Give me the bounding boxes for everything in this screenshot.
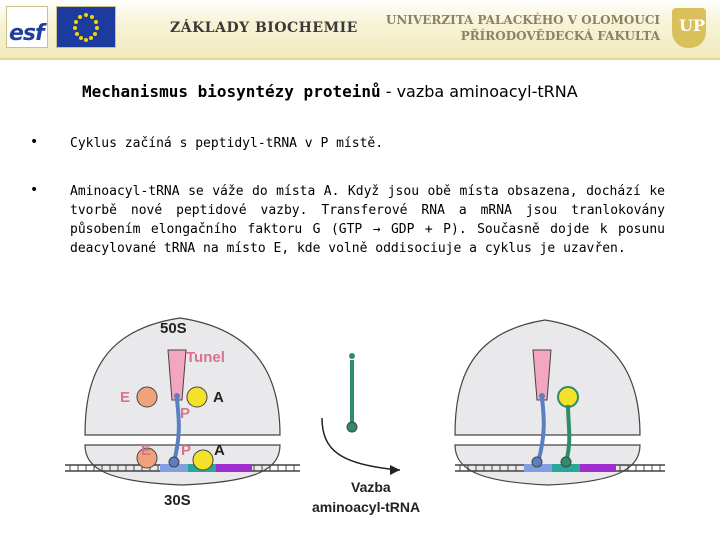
trna-anticodon-left [168,456,180,468]
slide-title-bold: Mechanismus biosyntézy proteinů [82,82,381,101]
codon-teal-right [552,464,580,472]
eu-flag-logo [56,6,116,48]
large-subunit-label: 50S [160,320,187,337]
mrna-right [455,464,665,472]
peptidyl-trna-right [536,397,546,463]
site-a-ball-right [557,386,579,408]
peptidyl-trna-left [172,397,181,463]
header-banner: esf ZÁKLADY BIOCHEMIE UNIVERZITA PALACKÉ… [0,0,720,58]
slide-title: Mechanismus biosyntézy proteinů - vazba … [82,82,578,101]
tunnel-label: Tunel [186,349,225,366]
university-name: UNIVERZITA PALACKÉHO V OLOMOUCI PŘÍRODOV… [386,12,660,44]
exit-tunnel-right [532,349,552,401]
bullet-marker-2: • [30,182,39,198]
trna-anchor-left [174,393,180,399]
small-subunit-label: 30S [164,492,191,509]
eu-stars-icon [73,13,99,42]
trna-anchor-right [539,393,545,399]
site-a-label-top: A [213,389,224,406]
codon-blue-right [524,464,552,472]
course-title: ZÁKLADY BIOCHEMIE [170,20,358,36]
site-a-ball-small-left [192,449,214,471]
exit-tunnel-left [167,349,187,401]
esf-logo: esf [6,6,48,48]
bullet-marker-1: • [30,134,39,150]
site-e-label-top: E [120,389,130,406]
caption-line-1: Vazba [351,479,391,495]
bullet-text-1: Cyklus začíná s peptidyl-tRNA v P místě. [70,136,384,151]
university-line-2: PŘÍRODOVĚDECKÁ FAKULTA [460,29,660,43]
site-p-label-bottom: P [181,442,191,459]
site-e-ball-left [136,386,158,408]
codon-purple-left [216,464,252,472]
site-e-label-bottom: E [141,442,151,459]
binding-arrow-head [390,465,400,475]
site-a-ball-left [186,386,208,408]
trna-anticodon-right [531,456,543,468]
aminoacyl-anticodon-right [560,456,572,468]
site-e-ball-small-left [136,447,158,469]
esf-logo-text: esf [9,21,45,46]
site-p-label-top: P [180,405,190,422]
caption-line-2: aminoacyl-tRNA [312,499,420,515]
up-logo-text: UP [679,16,705,35]
site-a-label-bottom: A [214,442,225,459]
slide-title-rest: - vazba aminoacyl-tRNA [380,82,578,101]
binding-arrow [321,417,401,471]
header-divider [0,58,720,60]
codon-purple-right [580,464,616,472]
incoming-trna-anticodon [346,421,358,433]
codon-blue-left [160,464,188,472]
up-logo: UP [672,8,706,48]
incoming-trna-tip [349,353,355,359]
bullet-text-2: Aminoacyl-tRNA se váže do místa A. Když … [70,184,665,256]
university-line-1: UNIVERZITA PALACKÉHO V OLOMOUCI [385,13,660,27]
